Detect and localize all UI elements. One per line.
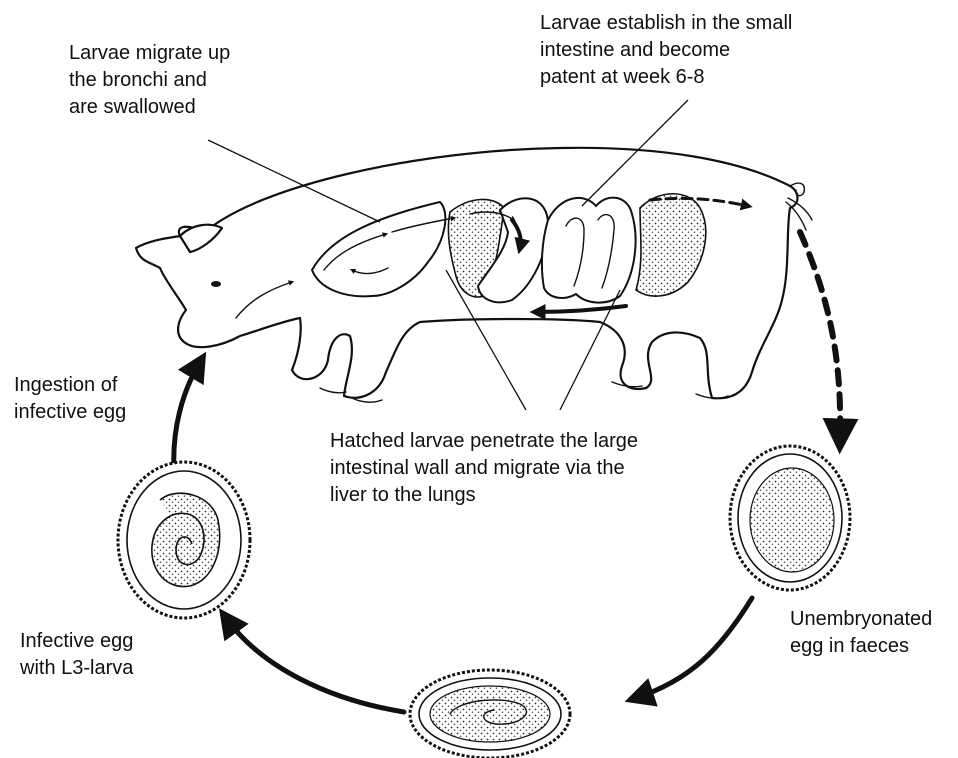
label-bronchi: Larvae migrate up the bronchi and are sw… [69, 40, 329, 121]
cycle-arrow-to-faeces [800, 232, 840, 440]
egg-coiled-larva-icon [118, 462, 250, 618]
pig-hoof-1 [320, 388, 346, 393]
pig-eye [211, 281, 221, 287]
cycle-arrow-to-ingestion [174, 362, 200, 470]
egg-larva-icon [410, 670, 570, 758]
egg-icon [730, 446, 850, 590]
cycle-arrow-to-infective [226, 618, 404, 712]
pig-small-intestine [542, 198, 636, 303]
label-small-intestine: Larvae establish in the small intestine … [540, 10, 840, 91]
pig-illustration [136, 148, 812, 402]
label-infective-egg: Infective egg with L3-larva [20, 628, 190, 682]
label-ingestion: Ingestion of infective egg [14, 372, 174, 426]
cycle-arrow-to-development [636, 598, 752, 698]
label-hatched-larvae: Hatched larvae penetrate the large intes… [330, 428, 690, 509]
label-unembryonated-egg: Unembryonated egg in faeces [790, 606, 950, 660]
